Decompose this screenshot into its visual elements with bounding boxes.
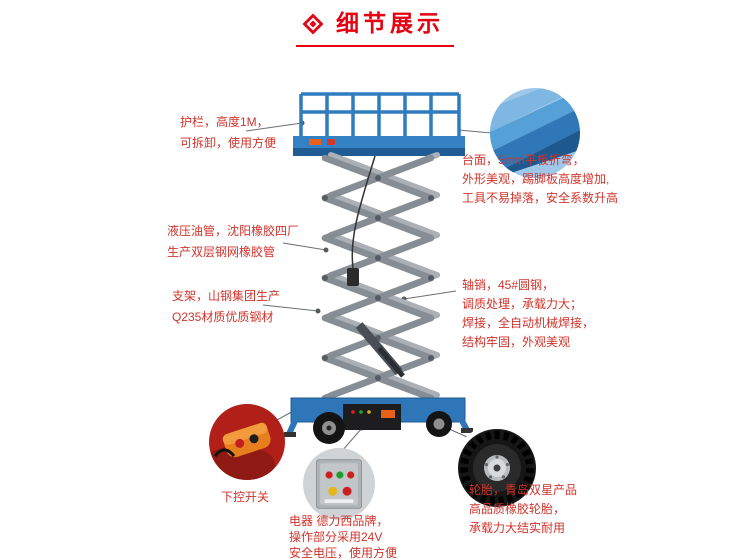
scissor-lift-photo bbox=[283, 82, 473, 447]
annotation-line: 护栏，高度1M， bbox=[180, 115, 269, 129]
annotation-line: 可拆卸，使用方便 bbox=[180, 136, 277, 150]
page-title: 细节展示 bbox=[336, 10, 444, 36]
annotation-line: 下控开关 bbox=[221, 490, 270, 504]
annotation-line: 操作部分采用24V bbox=[289, 530, 383, 544]
callout-tire bbox=[454, 424, 540, 510]
diamond-icon bbox=[302, 13, 324, 34]
annotation-electrical: 电器 德力西品牌， 操作部分采用24V 安全电压，使用方便 bbox=[289, 513, 397, 560]
annotation-line: 工具不易掉落，安全系数升高 bbox=[462, 191, 619, 205]
annotation-line: 轴销，45#圆钢， bbox=[462, 278, 555, 292]
callout-control-box bbox=[303, 448, 375, 520]
annotation-line: 调质处理，承载力大； bbox=[462, 297, 583, 311]
annotation-axle-pin-welding: 轴销，45#圆钢， 调质处理，承载力大； 焊接，全自动机械焊接， 结构牢固，外观… bbox=[462, 276, 594, 352]
callout-remote-control bbox=[209, 404, 285, 480]
annotation-line: 结构牢固，外观美观 bbox=[462, 335, 571, 349]
annotation-line: 轮胎，青岛双星产品 bbox=[469, 483, 578, 497]
annotation-guardrail: 护栏，高度1M， 可拆卸，使用方便 bbox=[180, 112, 276, 154]
annotation-line: 生产双层钢网橡胶管 bbox=[167, 245, 276, 259]
hydraulic-cylinder bbox=[355, 322, 405, 378]
annotation-line: 安全电压，使用方便 bbox=[289, 546, 398, 560]
tire-image bbox=[454, 424, 540, 510]
annotation-line: Q235材质优质钢材 bbox=[172, 310, 274, 324]
annotation-line: 电器 德力西品牌， bbox=[289, 514, 389, 528]
annotation-line: 焊接，全自动机械焊接， bbox=[462, 316, 595, 330]
annotation-lower-control-switch: 下控开关 bbox=[221, 487, 269, 508]
callout-platform-detail bbox=[490, 88, 580, 178]
annotation-line: 支架，山钢集团生产 bbox=[172, 289, 281, 303]
annotation-line: 液压油管，沈阳橡胶四厂 bbox=[167, 224, 300, 238]
pendant-control bbox=[347, 155, 376, 286]
page-header: 细节展示 bbox=[0, 8, 750, 47]
annotation-platform-surface: 台面，5mm平板折弯， 外形美观，踢脚板高度增加, 工具不易掉落，安全系数升高 bbox=[462, 151, 618, 208]
annotation-line: 高品质橡胶轮胎， bbox=[469, 502, 566, 516]
control-box-image bbox=[303, 448, 375, 520]
annotation-line: 外形美观，踢脚板高度增加, bbox=[462, 172, 610, 186]
title-group: 细节展示 bbox=[296, 8, 454, 47]
platform-detail-image bbox=[490, 88, 580, 178]
annotation-tires: 轮胎，青岛双星产品 高品质橡胶轮胎， 承载力大结实耐用 bbox=[469, 481, 577, 538]
annotation-line: 台面，5mm平板折弯， bbox=[462, 153, 585, 167]
remote-control-image bbox=[209, 404, 285, 480]
wheels bbox=[313, 411, 452, 444]
annotation-line: 承载力大结实耐用 bbox=[469, 521, 566, 535]
guardrail bbox=[299, 92, 461, 138]
annotation-hydraulic-hose: 液压油管，沈阳橡胶四厂 生产双层钢网橡胶管 bbox=[167, 221, 299, 263]
platform-deck bbox=[293, 136, 465, 156]
annotation-support-frame: 支架，山钢集团生产 Q235材质优质钢材 bbox=[172, 286, 280, 328]
